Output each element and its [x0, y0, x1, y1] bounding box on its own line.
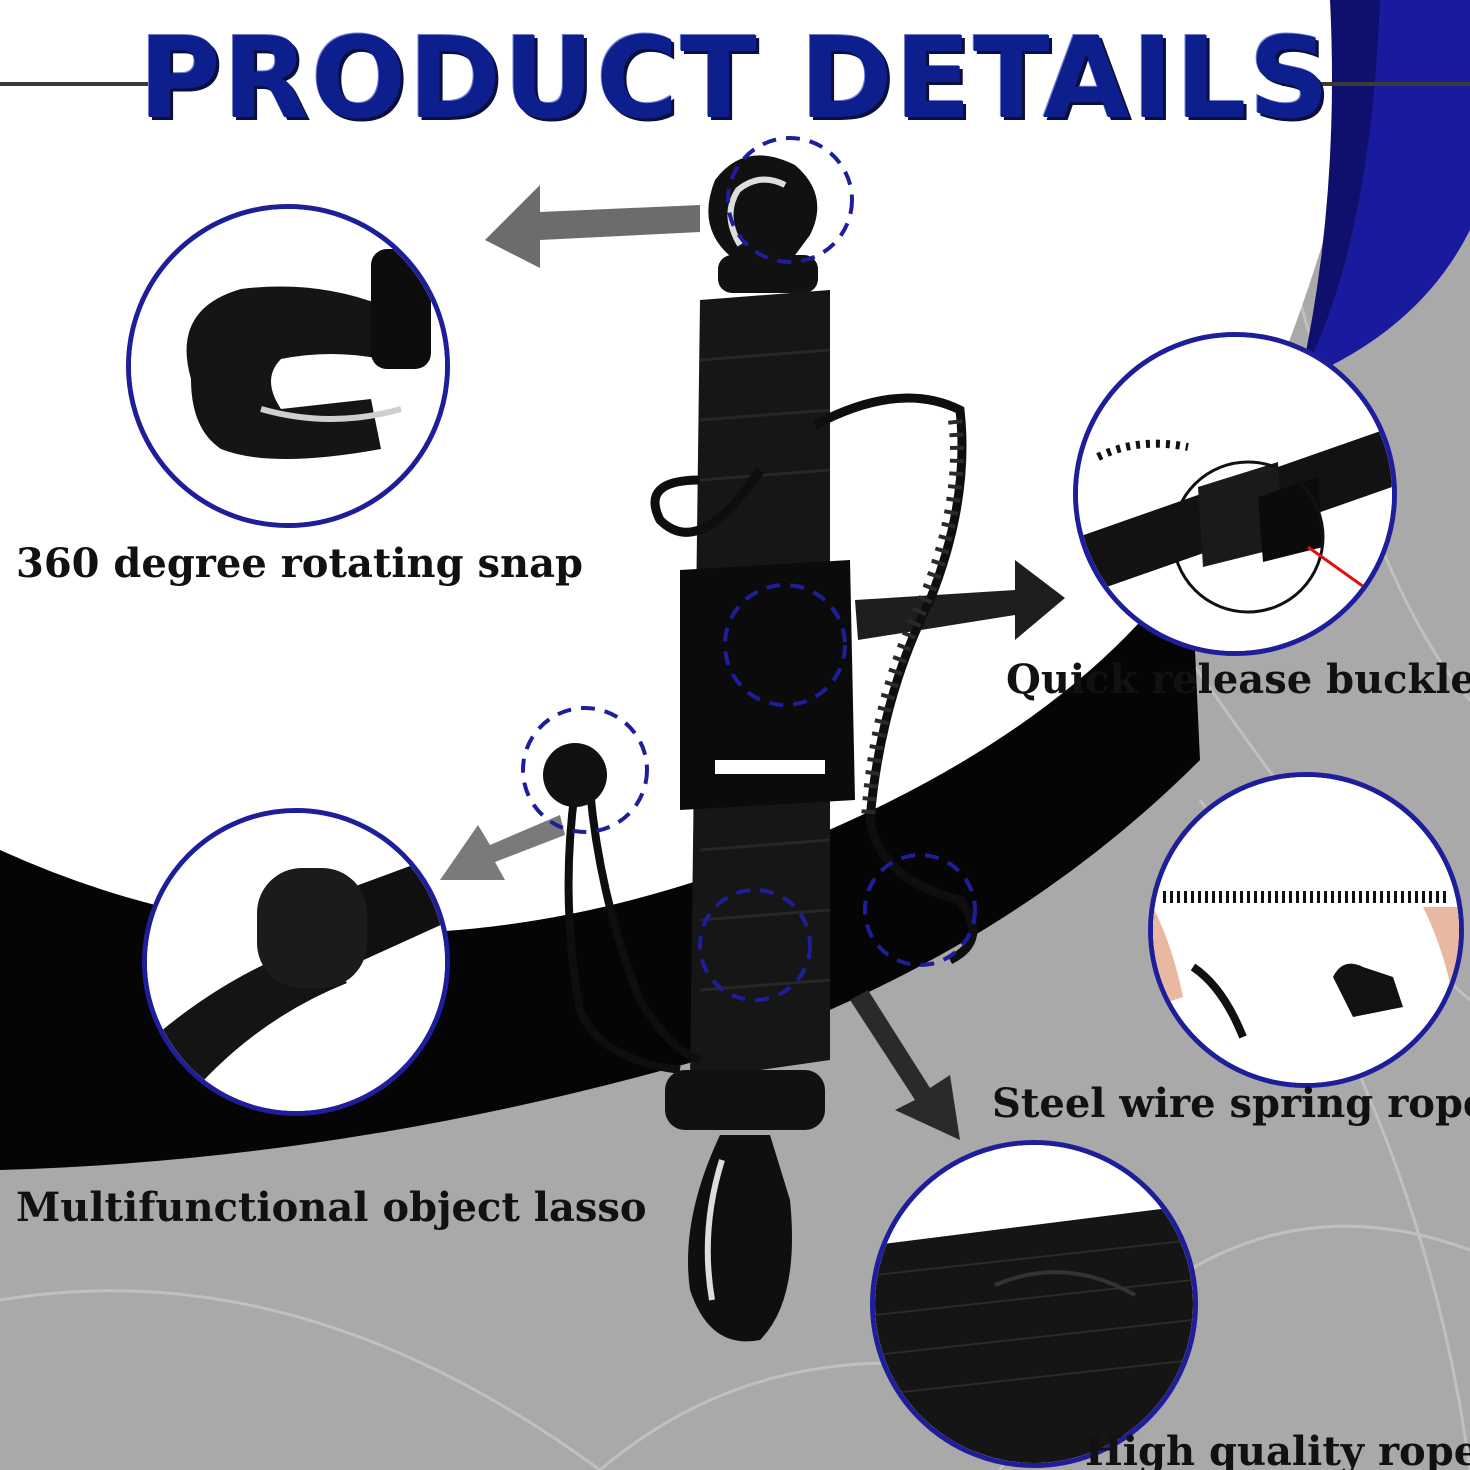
- detail-lasso-circle: [142, 808, 450, 1116]
- title-rule-right: [1282, 82, 1470, 86]
- snap-closeup-image: [131, 209, 445, 523]
- detail-snap-circle: [126, 204, 450, 528]
- feature-label-ropes: High quality ropes: [1085, 1428, 1470, 1470]
- ropes-closeup-image: [875, 1145, 1193, 1463]
- feature-label-quick-release: Quick release buckle: [1006, 656, 1470, 703]
- title-rule-left: [0, 82, 168, 86]
- detail-ropes-circle: [870, 1140, 1198, 1468]
- detail-spring-rope-circle: [1148, 772, 1464, 1088]
- lasso-closeup-image: [147, 813, 445, 1111]
- feature-label-object-lasso: Multifunctional object lasso: [16, 1184, 647, 1231]
- pointer-arrows: [440, 185, 1065, 1140]
- feature-label-spring-rope: Steel wire spring rope: [992, 1080, 1470, 1127]
- buckle-closeup-image: [1078, 337, 1392, 651]
- webbing-strap: [680, 290, 855, 1080]
- callout-circles: [521, 136, 977, 1002]
- coiled-spring-wire: [650, 393, 978, 965]
- feature-label-rotating-snap: 360 degree rotating snap: [16, 540, 583, 587]
- page-title: PRODUCT DETAILS: [138, 14, 1332, 144]
- bottom-snap-hook: [665, 1070, 825, 1342]
- spring-rope-closeup-image: [1153, 777, 1459, 1083]
- top-snap-hook: [708, 155, 818, 293]
- detail-buckle-circle: [1073, 332, 1397, 656]
- lasso-cord: [564, 789, 702, 1074]
